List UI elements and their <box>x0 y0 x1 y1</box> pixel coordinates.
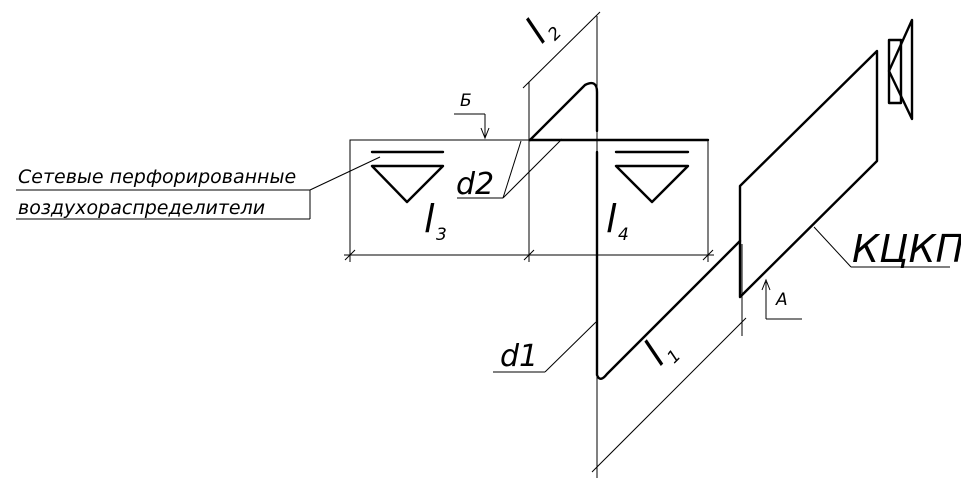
a-arrow <box>761 278 771 291</box>
svg-text:3: 3 <box>436 225 447 245</box>
svg-text:l: l <box>606 197 617 241</box>
b-marker: Б <box>460 91 472 111</box>
kckp-unit <box>738 18 914 299</box>
svg-text:l: l <box>424 197 435 241</box>
l2-label: l 2 <box>517 12 566 51</box>
kckp-label: КЦКП <box>852 227 961 271</box>
note-line-1: Сетевые перфорированные <box>18 166 296 188</box>
d1-label: d1 <box>500 339 538 374</box>
b-arrow <box>480 127 490 140</box>
leader-lines <box>16 113 950 373</box>
svg-text:4: 4 <box>618 225 629 245</box>
air-distributor-left <box>370 150 445 204</box>
l4-label: l 4 <box>606 197 629 245</box>
note-line-2: воздухораспределители <box>18 197 265 219</box>
air-distributor-right <box>614 150 690 204</box>
dimension-lines <box>344 11 747 478</box>
l1-label: l 1 <box>635 334 685 373</box>
d2-label: d2 <box>456 167 494 202</box>
l3-label: l 3 <box>424 197 447 245</box>
fan-icon <box>887 18 914 121</box>
a-marker: А <box>775 290 788 310</box>
duct-d2-elbow <box>528 81 599 142</box>
